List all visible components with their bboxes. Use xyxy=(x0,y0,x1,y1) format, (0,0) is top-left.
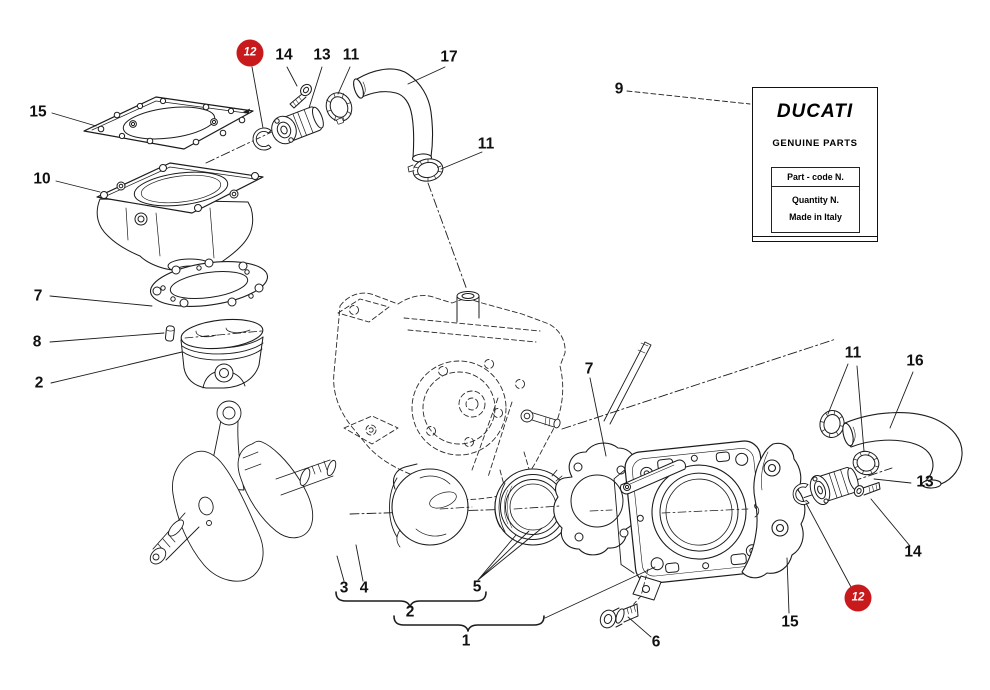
part-info-box: Part - code N. Quantity N. Made in Italy xyxy=(771,167,860,233)
label-box-bottom-rule xyxy=(753,236,877,237)
head-gasket-15-drawing xyxy=(83,96,254,150)
cylinder-foot-drawing xyxy=(632,575,662,601)
ducati-logo-text: DUCATI xyxy=(776,101,854,122)
part-callout-14-16: 14 xyxy=(904,543,922,561)
part-centerlines xyxy=(184,330,749,514)
part-callout-15-18: 15 xyxy=(781,613,799,631)
gasket-7-right-drawing xyxy=(553,442,643,556)
part-callout-13-7: 13 xyxy=(313,46,331,64)
part-callout-14-6: 14 xyxy=(275,46,293,64)
bolt-6-drawing xyxy=(599,603,639,629)
bracket-15-drawing xyxy=(741,442,806,579)
circlip-12-right-drawing xyxy=(792,483,810,505)
bolt-14-top-drawing xyxy=(289,83,312,109)
made-in-italy-row: Made in Italy xyxy=(789,212,842,222)
part-callout-11-8: 11 xyxy=(342,46,360,64)
part-callout-11-13: 11 xyxy=(844,344,862,362)
base-gasket-7-left-drawing xyxy=(149,258,269,308)
water-union-stub-drawing xyxy=(456,291,480,323)
highlight-badge-12-5[interactable]: 12 xyxy=(236,39,264,67)
part-callout-13-15: 13 xyxy=(916,473,934,491)
crankshaft-conrod-drawing xyxy=(149,400,337,582)
part-callout-5-22: 5 xyxy=(472,578,482,596)
group-braces xyxy=(335,591,545,632)
part-callout-9-11: 9 xyxy=(614,80,624,98)
part-code-row: Part - code N. xyxy=(772,168,859,187)
part-callout-1-24: 1 xyxy=(461,632,471,650)
callout-leader-lines xyxy=(49,66,914,638)
clamp-11-mid-drawing xyxy=(407,158,444,182)
long-stud-drawing xyxy=(603,341,652,425)
genuine-parts-label-box: DUCATI GENUINE PARTS Part - code N. Quan… xyxy=(752,87,878,242)
part-callout-16-14: 16 xyxy=(906,352,924,370)
cylinder-stud-drawing xyxy=(520,409,561,429)
clamp-11-lower-right-drawing xyxy=(852,450,880,476)
part-callout-2-23: 2 xyxy=(405,603,415,621)
part-callout-17-9: 17 xyxy=(440,48,458,66)
part-callout-2-4: 2 xyxy=(34,374,44,392)
clamp-11-top-drawing xyxy=(325,92,353,125)
union-13-right-drawing xyxy=(809,467,859,506)
circlip-12-top-drawing xyxy=(252,127,272,151)
piston-2-left-drawing xyxy=(180,318,264,389)
crankcase-phantom-drawing xyxy=(333,292,566,501)
part-callout-15-0: 15 xyxy=(29,103,47,121)
bolt-14-right-drawing xyxy=(853,482,881,497)
part-callout-4-21: 4 xyxy=(359,579,369,597)
part-callout-11-10: 11 xyxy=(477,135,495,153)
piston-pin-clip-8-drawing xyxy=(164,325,175,342)
highlight-badge-12-17[interactable]: 12 xyxy=(844,584,872,612)
part-callout-6-19: 6 xyxy=(651,633,661,651)
union-13-top-drawing xyxy=(271,106,324,145)
hose-16-drawing xyxy=(842,412,963,489)
part-callout-8-3: 8 xyxy=(32,333,42,351)
part-callout-10-1: 10 xyxy=(33,170,51,188)
part-callout-7-12: 7 xyxy=(584,360,594,378)
piston-rings-5-drawing xyxy=(494,468,572,546)
genuine-parts-subtitle: GENUINE PARTS xyxy=(772,138,858,149)
clamp-11-upper-right-drawing xyxy=(819,410,845,438)
part-callout-3-20: 3 xyxy=(339,579,349,597)
part-callout-7-2: 7 xyxy=(33,287,43,305)
union-holder-strap-drawing xyxy=(620,459,686,495)
quantity-row: Quantity N. xyxy=(792,194,839,205)
